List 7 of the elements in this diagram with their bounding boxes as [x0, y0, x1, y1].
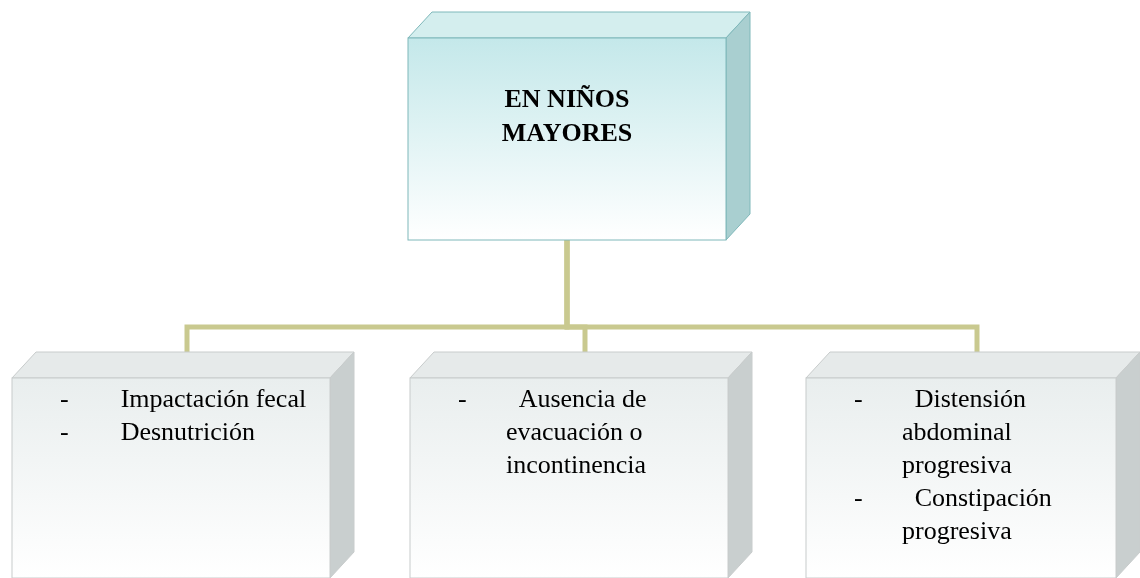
- list-item: - Constipación progresiva: [854, 482, 1053, 547]
- list-item: - Impactación fecal: [60, 383, 307, 415]
- list-item: - Desnutrición: [60, 416, 256, 448]
- heading-text: EN NIÑOS MAYORES: [500, 83, 634, 149]
- connector-line: [564, 240, 980, 352]
- list-item: - Distensión abdominal progresiva: [854, 383, 1027, 481]
- list-item: - Ausencia de evacuación o incontinencia: [458, 383, 648, 481]
